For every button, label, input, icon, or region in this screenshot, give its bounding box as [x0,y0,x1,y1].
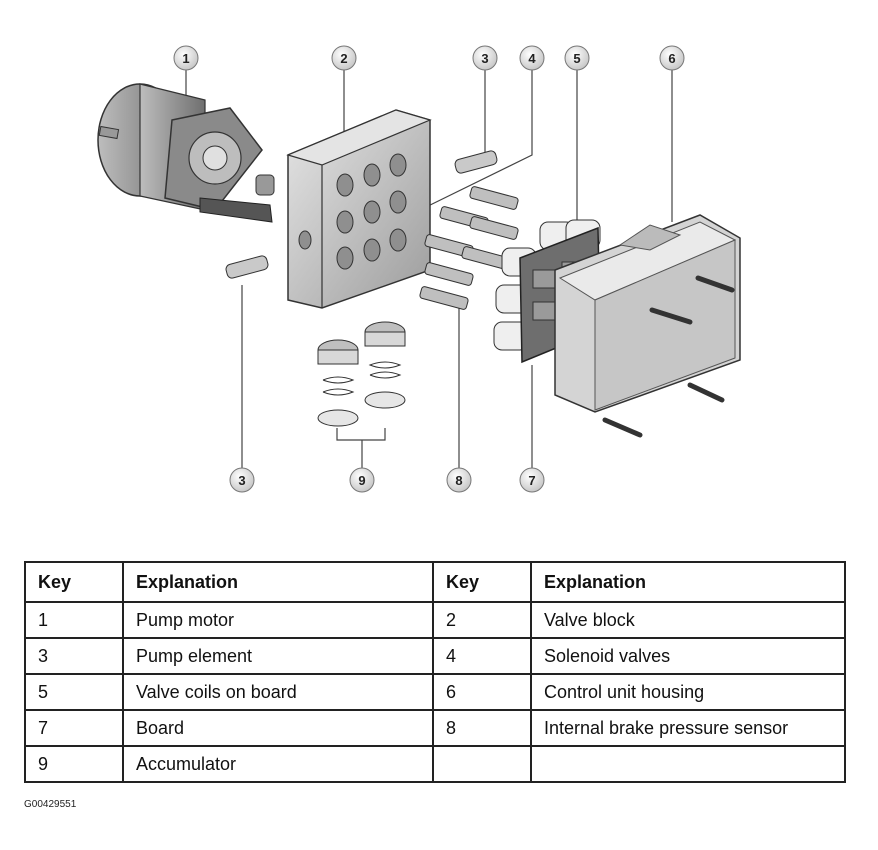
svg-text:3: 3 [238,473,245,488]
table-cell [432,745,532,783]
fixing-bolts [602,275,735,438]
control-unit-housing [554,214,741,413]
table-cell: Valve block [530,601,846,639]
callout-1: 1 [173,45,199,71]
table-header-row: Key Explanation Key Explanation [24,561,846,603]
table-cell: 9 [24,745,124,783]
svg-text:9: 9 [358,473,365,488]
table-cell: 4 [432,637,532,675]
callout-9: 9 [349,467,375,493]
table-row: 7 Board 8 Internal brake pressure sensor [24,709,846,747]
table-cell: 8 [432,709,532,747]
table-cell [530,745,846,783]
table-cell: Board [122,709,434,747]
table-cell: Valve coils on board [122,673,434,711]
header-key-right: Key [432,561,532,603]
leader-lines [185,70,673,468]
table-cell: 2 [432,601,532,639]
callout-5: 5 [564,45,590,71]
table-row: 5 Valve coils on board 6 Control unit ho… [24,673,846,711]
exploded-view-diagram: 1 2 3 4 5 6 3 9 8 7 [97,45,741,493]
pump-motor [97,83,275,223]
table-cell: 5 [24,673,124,711]
solenoid-valves [419,186,519,310]
table-row: 3 Pump element 4 Solenoid valves [24,637,846,675]
table-cell: Internal brake pressure sensor [530,709,846,747]
callout-8: 8 [446,467,472,493]
table-cell: 1 [24,601,124,639]
callout-3-bottom: 3 [229,467,255,493]
callout-3-top: 3 [472,45,498,71]
table-cell: 7 [24,709,124,747]
svg-text:2: 2 [340,51,347,66]
table-cell: 6 [432,673,532,711]
callout-7: 7 [519,467,545,493]
header-explanation-left: Explanation [122,561,434,603]
table-cell: Pump element [122,637,434,675]
table-cell: Solenoid valves [530,637,846,675]
header-key-left: Key [24,561,124,603]
pump-element [225,150,498,279]
table-cell: 3 [24,637,124,675]
callout-6: 6 [659,45,685,71]
svg-text:1: 1 [182,51,189,66]
callout-2: 2 [331,45,357,71]
svg-text:8: 8 [455,473,462,488]
table-row: 9 Accumulator [24,745,846,783]
header-explanation-right: Explanation [530,561,846,603]
table-cell: Control unit housing [530,673,846,711]
svg-text:7: 7 [528,473,535,488]
svg-text:5: 5 [573,51,580,66]
callout-4: 4 [519,45,545,71]
key-table: Key Explanation Key Explanation 1 Pump m… [24,561,846,783]
valve-block [286,109,432,309]
svg-text:4: 4 [528,51,536,66]
table-row: 1 Pump motor 2 Valve block [24,601,846,639]
accumulator [317,321,406,427]
table-cell: Pump motor [122,601,434,639]
table-cell: Accumulator [122,745,434,783]
reference-code: G00429551 [24,799,77,810]
svg-text:6: 6 [668,51,675,66]
svg-text:3: 3 [481,51,488,66]
